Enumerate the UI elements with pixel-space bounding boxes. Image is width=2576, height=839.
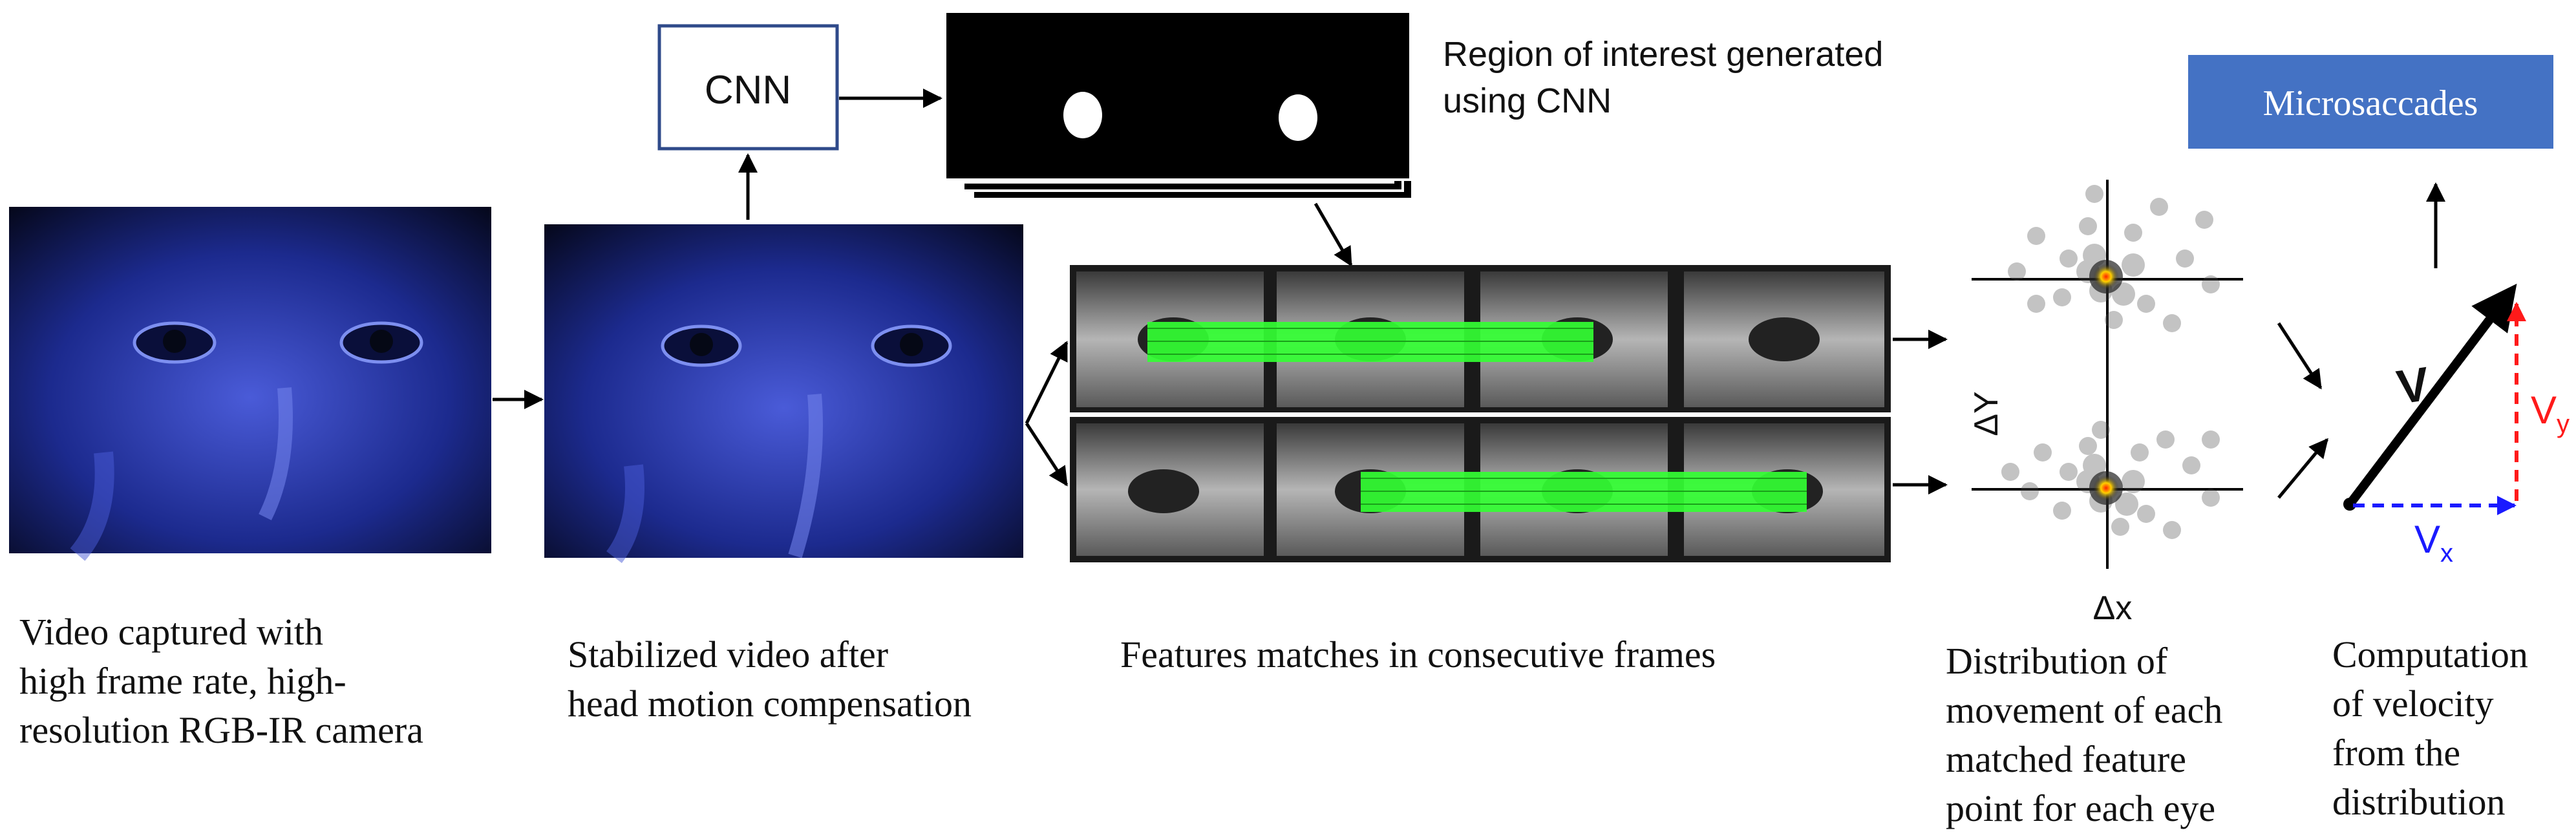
caption-stabilized-line-2: head motion compensation: [568, 683, 972, 725]
vy-label-main: V: [2531, 388, 2557, 432]
feature-match-strip-top: [1070, 265, 1891, 412]
scatter-plot-top: [1972, 180, 2243, 388]
roi-left-eye: [1063, 92, 1102, 138]
caption-distribution-line-4: point for each eye: [1946, 787, 2216, 829]
caption-video-line-2: high frame rate, high-: [19, 660, 346, 702]
cnn-label: CNN: [705, 68, 791, 112]
caption-video: Video captured with high frame rate, hig…: [19, 608, 423, 755]
v-label: V: [2394, 357, 2432, 414]
cnn-box: CNN: [657, 24, 839, 151]
microsaccades-label: Microsaccades: [2263, 83, 2478, 123]
arrow-fork-bottom: [1025, 422, 1069, 487]
stabilized-frame-stack: [542, 222, 1026, 564]
caption-distribution-line-3: matched feature: [1946, 738, 2186, 780]
scatter-x-axis-label: Δx: [2093, 589, 2133, 627]
roi-annotation: Region of interest generated using CNN: [1443, 31, 1883, 124]
caption-video-line-3: resolution RGB-IR camera: [19, 709, 423, 751]
microsaccades-box: Microsaccades: [2188, 55, 2553, 149]
vy-label-sub: y: [2557, 410, 2570, 438]
caption-features: Features matches in consecutive frames: [1120, 630, 1716, 679]
vx-label-main: V: [2414, 518, 2440, 561]
caption-velocity-line-4: distribution: [2332, 781, 2506, 823]
vx-label-sub: x: [2440, 539, 2453, 568]
caption-velocity: Computation of velocity from the distrib…: [2332, 630, 2528, 827]
caption-stabilized-line-1: Stabilized video after: [568, 633, 889, 675]
velocity-vector: [2346, 283, 2517, 507]
stabilized-frame-front: [542, 222, 1026, 564]
arrow-fork-top: [1025, 341, 1069, 425]
caption-stabilized: Stabilized video after head motion compe…: [568, 630, 972, 728]
arrow-scatter-top-to-velocity: [2277, 322, 2323, 390]
vy-label: Vy: [2531, 388, 2570, 438]
caption-velocity-line-3: from the: [2332, 732, 2461, 774]
video-frame-front: [6, 204, 494, 561]
roi-annotation-line-2: using CNN: [1443, 81, 1612, 120]
caption-distribution-line-1: Distribution of: [1946, 640, 2168, 682]
caption-video-line-1: Video captured with: [19, 611, 324, 653]
video-frame-stack: [6, 204, 494, 561]
caption-velocity-line-1: Computation: [2332, 633, 2528, 675]
arrow-scatter-bottom-to-velocity: [2277, 438, 2328, 499]
caption-distribution-line-2: movement of each: [1946, 689, 2223, 731]
scatter-plot-bottom: [1972, 388, 2243, 569]
roi-annotation-line-1: Region of interest generated: [1443, 35, 1884, 74]
velocity-diagram: V Vx Vy: [2343, 283, 2570, 568]
roi-mask-stack: [944, 10, 1414, 200]
caption-distribution: Distribution of movement of each matched…: [1946, 637, 2222, 833]
caption-velocity-line-2: of velocity: [2332, 683, 2494, 725]
scatter-y-axis-label: ΔY: [1968, 391, 2005, 436]
roi-right-eye: [1279, 94, 1317, 141]
caption-features-line-1: Features matches in consecutive frames: [1120, 633, 1716, 675]
vx-label: Vx: [2414, 518, 2453, 568]
arrow-mask-to-matches: [1314, 202, 1353, 267]
feature-match-strip-bottom: [1070, 417, 1891, 562]
